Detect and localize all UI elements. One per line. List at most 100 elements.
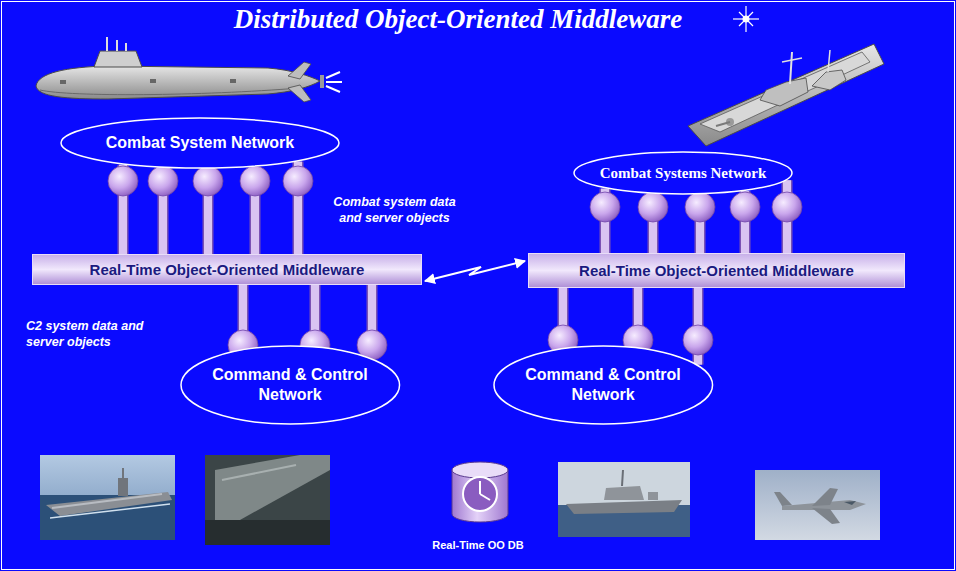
submarine-illustration-part	[116, 40, 118, 51]
interface-sphere	[683, 325, 713, 355]
database-icon	[452, 462, 508, 522]
warship-illustration	[688, 44, 884, 146]
submarine-illustration-part	[326, 72, 342, 92]
warship-illustration-part	[688, 44, 884, 146]
submarine-photo-part	[205, 455, 330, 545]
warship-illustration-part	[812, 70, 846, 90]
network-name: Combat Systems Network	[600, 164, 767, 182]
connector-group	[357, 285, 387, 360]
network-name: Command & Control Network	[202, 365, 377, 405]
database-icon-part	[479, 481, 481, 494]
submarine-illustration-part	[106, 37, 108, 51]
submarine-illustration-part	[60, 80, 66, 84]
ellipse-shape	[494, 346, 713, 424]
ellipse-outline	[493, 345, 714, 425]
middleware-name: Real-Time Object-Oriented Middleware	[90, 260, 365, 279]
interface-sphere	[108, 166, 138, 196]
submarine-illustration-part	[125, 43, 127, 51]
compass-star-part	[739, 12, 753, 26]
interface-sphere	[148, 166, 178, 196]
interface-sphere	[772, 192, 802, 222]
submarine-illustration-part	[288, 85, 311, 102]
carrier-photo	[40, 455, 175, 540]
interface-sphere	[685, 192, 715, 222]
database-icon-part	[452, 462, 508, 478]
submarine-photo-part	[222, 465, 296, 480]
warship-illustration-part	[760, 78, 808, 106]
carrier-photo-part	[46, 492, 172, 516]
database-icon-part	[463, 477, 497, 511]
network-name: Combat System Network	[106, 133, 295, 153]
flow-note: C2 system data and server objects	[26, 318, 150, 350]
carrier-photo-part	[118, 478, 128, 496]
submarine-photo	[205, 455, 330, 545]
interface-sphere	[590, 192, 620, 222]
database-icon-part	[452, 470, 508, 522]
warship-illustration-part	[782, 58, 802, 62]
carrier-photo-part	[52, 494, 162, 508]
submarine-illustration-part	[320, 75, 324, 88]
ellipse-shape	[61, 118, 339, 168]
destroyer-photo-part	[604, 486, 644, 500]
warship-illustration-part	[716, 122, 730, 126]
connector-group	[685, 192, 715, 253]
connector-group	[148, 166, 178, 254]
submarine-illustration	[36, 37, 342, 102]
submarine-illustration-part	[230, 79, 236, 83]
data-link-arrow	[425, 261, 525, 281]
middleware-bar: Real-Time Object-Oriented Middleware	[528, 253, 905, 288]
destroyer-photo-part	[622, 470, 623, 486]
fighter-jet-photo-part	[774, 492, 792, 506]
carrier-photo-part	[40, 455, 175, 540]
warship-illustration-part	[790, 52, 792, 84]
connector-group	[730, 191, 760, 253]
ellipse-shape	[574, 152, 792, 194]
destroyer-photo-part	[558, 462, 690, 537]
carrier-photo-part	[50, 504, 170, 518]
ellipse-outline	[180, 345, 401, 425]
fighter-jet-photo-part	[755, 470, 880, 540]
network-name: Command & Control Network	[515, 365, 690, 405]
connector-group	[638, 192, 668, 253]
warship-illustration-part	[828, 50, 830, 72]
interface-sphere	[193, 166, 223, 196]
submarine-illustration-part	[40, 88, 300, 95]
connector-group	[425, 261, 525, 281]
interface-sphere	[283, 166, 313, 196]
submarine-illustration-part	[150, 79, 156, 83]
interface-sphere	[730, 192, 760, 222]
network-ellipse: Combat Systems Network	[573, 151, 793, 195]
bar-shape	[33, 255, 422, 285]
submarine-illustration-part	[288, 62, 311, 79]
network-ellipse: Command & Control Network	[493, 345, 714, 425]
connector-group	[108, 165, 138, 254]
warship-illustration-part	[700, 52, 870, 132]
connector-group	[590, 189, 620, 253]
icon-caption: Real-Time OO DB	[408, 538, 548, 552]
ellipse-shape	[181, 346, 400, 424]
compass-star-part	[739, 12, 753, 26]
fighter-jet-photo-part	[844, 501, 856, 505]
fighter-jet-photo-part	[812, 508, 840, 524]
network-ellipse: Command & Control Network	[180, 345, 401, 425]
destroyer-photo-part	[566, 500, 682, 514]
fighter-jet-photo	[755, 470, 880, 540]
connector-group	[548, 288, 578, 355]
destroyer-photo	[558, 462, 690, 537]
connector-group	[683, 288, 713, 365]
submarine-illustration-part	[36, 66, 320, 99]
interface-sphere	[240, 166, 270, 196]
compass-star-part	[743, 16, 749, 22]
database-icon-part	[480, 494, 490, 500]
interface-sphere	[638, 192, 668, 222]
network-ellipse: Combat System Network	[60, 117, 340, 169]
compass-star	[733, 6, 759, 32]
submarine-illustration-part	[94, 51, 142, 67]
destroyer-photo-part	[648, 492, 658, 500]
bar-shape	[529, 254, 905, 288]
submarine-photo-part	[205, 520, 330, 545]
flow-note: Combat system data and server objects	[322, 194, 467, 226]
middleware-name: Real-Time Object-Oriented Middleware	[579, 261, 854, 280]
connector-group	[623, 288, 653, 355]
